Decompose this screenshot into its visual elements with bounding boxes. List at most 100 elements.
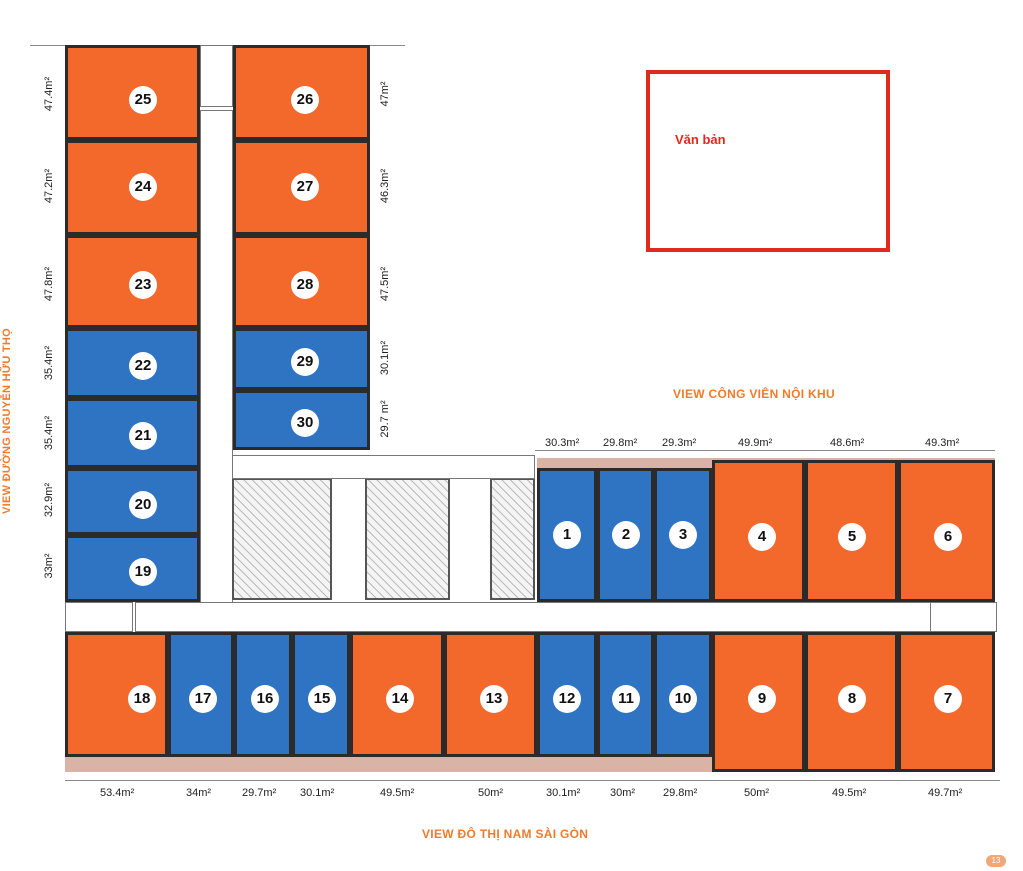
unit-9[interactable]: 9: [712, 632, 805, 772]
area-label-15: 30.1m²: [300, 787, 335, 799]
unit-21[interactable]: 21: [65, 398, 200, 468]
area-label-3: 29.3m²: [662, 437, 697, 449]
view-label-park: VIEW CÔNG VIÊN NỘI KHU: [673, 387, 835, 401]
unit-number-badge: 21: [129, 422, 157, 450]
north-wing-corridor: [200, 110, 233, 610]
unit-5[interactable]: 5: [805, 460, 898, 602]
unit-number-badge: 26: [291, 86, 319, 114]
unit-number-badge: 27: [291, 173, 319, 201]
unit-number-badge: 15: [308, 685, 336, 713]
staircase-top: [200, 45, 233, 107]
area-label-1: 30.3m²: [545, 437, 580, 449]
area-label-9: 50m²: [744, 787, 770, 799]
unit-number-badge: 6: [934, 523, 962, 551]
area-label-26: 47m²: [379, 81, 391, 107]
core-elevators: [365, 478, 450, 600]
area-label-21: 35.4m²: [43, 415, 55, 451]
area-label-28: 47.5m²: [379, 266, 391, 302]
unit-number-badge: 2: [612, 521, 640, 549]
area-label-10: 29.8m²: [663, 787, 698, 799]
main-corridor: [135, 602, 997, 632]
unit-6[interactable]: 6: [898, 460, 995, 602]
unit-19[interactable]: 19: [65, 535, 200, 602]
unit-12[interactable]: 12: [537, 632, 597, 757]
unit-30[interactable]: 30: [233, 390, 370, 450]
annotation-box[interactable]: Văn bản: [646, 70, 890, 252]
area-label-13: 50m²: [478, 787, 504, 799]
unit-11[interactable]: 11: [597, 632, 654, 757]
core-service-stair: [490, 478, 535, 600]
unit-23[interactable]: 23: [65, 235, 200, 328]
unit-number-badge: 19: [129, 558, 157, 586]
unit-22[interactable]: 22: [65, 328, 200, 398]
unit-number-badge: 11: [612, 685, 640, 713]
unit-15[interactable]: 15: [292, 632, 350, 757]
unit-16[interactable]: 16: [234, 632, 292, 757]
area-label-5: 48.6m²: [830, 437, 865, 449]
unit-number-badge: 12: [553, 685, 581, 713]
unit-17[interactable]: 17: [168, 632, 234, 757]
unit-26[interactable]: 26: [233, 45, 370, 140]
unit-29[interactable]: 29: [233, 328, 370, 390]
unit-number-badge: 18: [128, 685, 156, 713]
unit-27[interactable]: 27: [233, 140, 370, 235]
area-label-25: 47.4m²: [43, 76, 55, 112]
east-end-stair: [930, 602, 997, 632]
unit-number-badge: 8: [838, 685, 866, 713]
dimension-line-right-top: [535, 450, 995, 451]
unit-number-badge: 3: [669, 521, 697, 549]
annotation-label: Văn bản: [675, 132, 726, 147]
page-number: 13: [986, 855, 1006, 867]
unit-number-badge: 29: [291, 348, 319, 376]
unit-25[interactable]: 25: [65, 45, 200, 140]
area-label-18: 53.4m²: [100, 787, 135, 799]
balcony-bottom-row: [65, 757, 712, 772]
area-label-29: 30.1m²: [379, 340, 391, 376]
unit-10[interactable]: 10: [654, 632, 712, 757]
unit-number-badge: 20: [129, 491, 157, 519]
area-label-23: 47.8m²: [43, 266, 55, 302]
area-label-2: 29.8m²: [603, 437, 638, 449]
unit-number-badge: 28: [291, 271, 319, 299]
area-label-27: 46.3m²: [379, 168, 391, 204]
unit-number-badge: 1: [553, 521, 581, 549]
core-lobby: [232, 455, 535, 479]
unit-13[interactable]: 13: [444, 632, 537, 757]
unit-24[interactable]: 24: [65, 140, 200, 235]
dimension-line-bottom: [65, 780, 1000, 781]
unit-number-badge: 13: [480, 685, 508, 713]
unit-number-badge: 24: [129, 173, 157, 201]
unit-28[interactable]: 28: [233, 235, 370, 328]
area-label-30: 29.7 m²: [379, 400, 391, 438]
area-label-6: 49.3m²: [925, 437, 960, 449]
area-label-7: 49.7m²: [928, 787, 963, 799]
view-label-street: VIEW ĐƯỜNG NGUYỄN HỮU THỌ: [1, 327, 13, 515]
unit-18[interactable]: 18: [65, 632, 168, 757]
area-label-24: 47.2m²: [43, 168, 55, 204]
area-label-11: 30m²: [610, 787, 636, 799]
view-label-south: VIEW ĐÔ THỊ NAM SÀI GÒN: [422, 827, 589, 841]
unit-number-badge: 22: [129, 352, 157, 380]
unit-3[interactable]: 3: [654, 468, 712, 602]
unit-8[interactable]: 8: [805, 632, 898, 772]
unit-number-badge: 9: [748, 685, 776, 713]
west-end-stair: [65, 602, 133, 632]
unit-number-badge: 5: [838, 523, 866, 551]
unit-number-badge: 7: [934, 685, 962, 713]
area-label-16: 29.7m²: [242, 787, 277, 799]
unit-2[interactable]: 2: [597, 468, 654, 602]
core-stairwell: [232, 478, 332, 600]
unit-number-badge: 25: [129, 86, 157, 114]
area-label-4: 49.9m²: [738, 437, 773, 449]
unit-number-badge: 4: [748, 523, 776, 551]
unit-14[interactable]: 14: [350, 632, 444, 757]
area-label-8: 49.5m²: [832, 787, 867, 799]
unit-20[interactable]: 20: [65, 468, 200, 535]
unit-7[interactable]: 7: [898, 632, 995, 772]
unit-number-badge: 30: [291, 409, 319, 437]
area-label-12: 30.1m²: [546, 787, 581, 799]
unit-4[interactable]: 4: [712, 460, 805, 602]
area-label-14: 49.5m²: [380, 787, 415, 799]
unit-1[interactable]: 1: [537, 468, 597, 602]
unit-number-badge: 14: [386, 685, 414, 713]
